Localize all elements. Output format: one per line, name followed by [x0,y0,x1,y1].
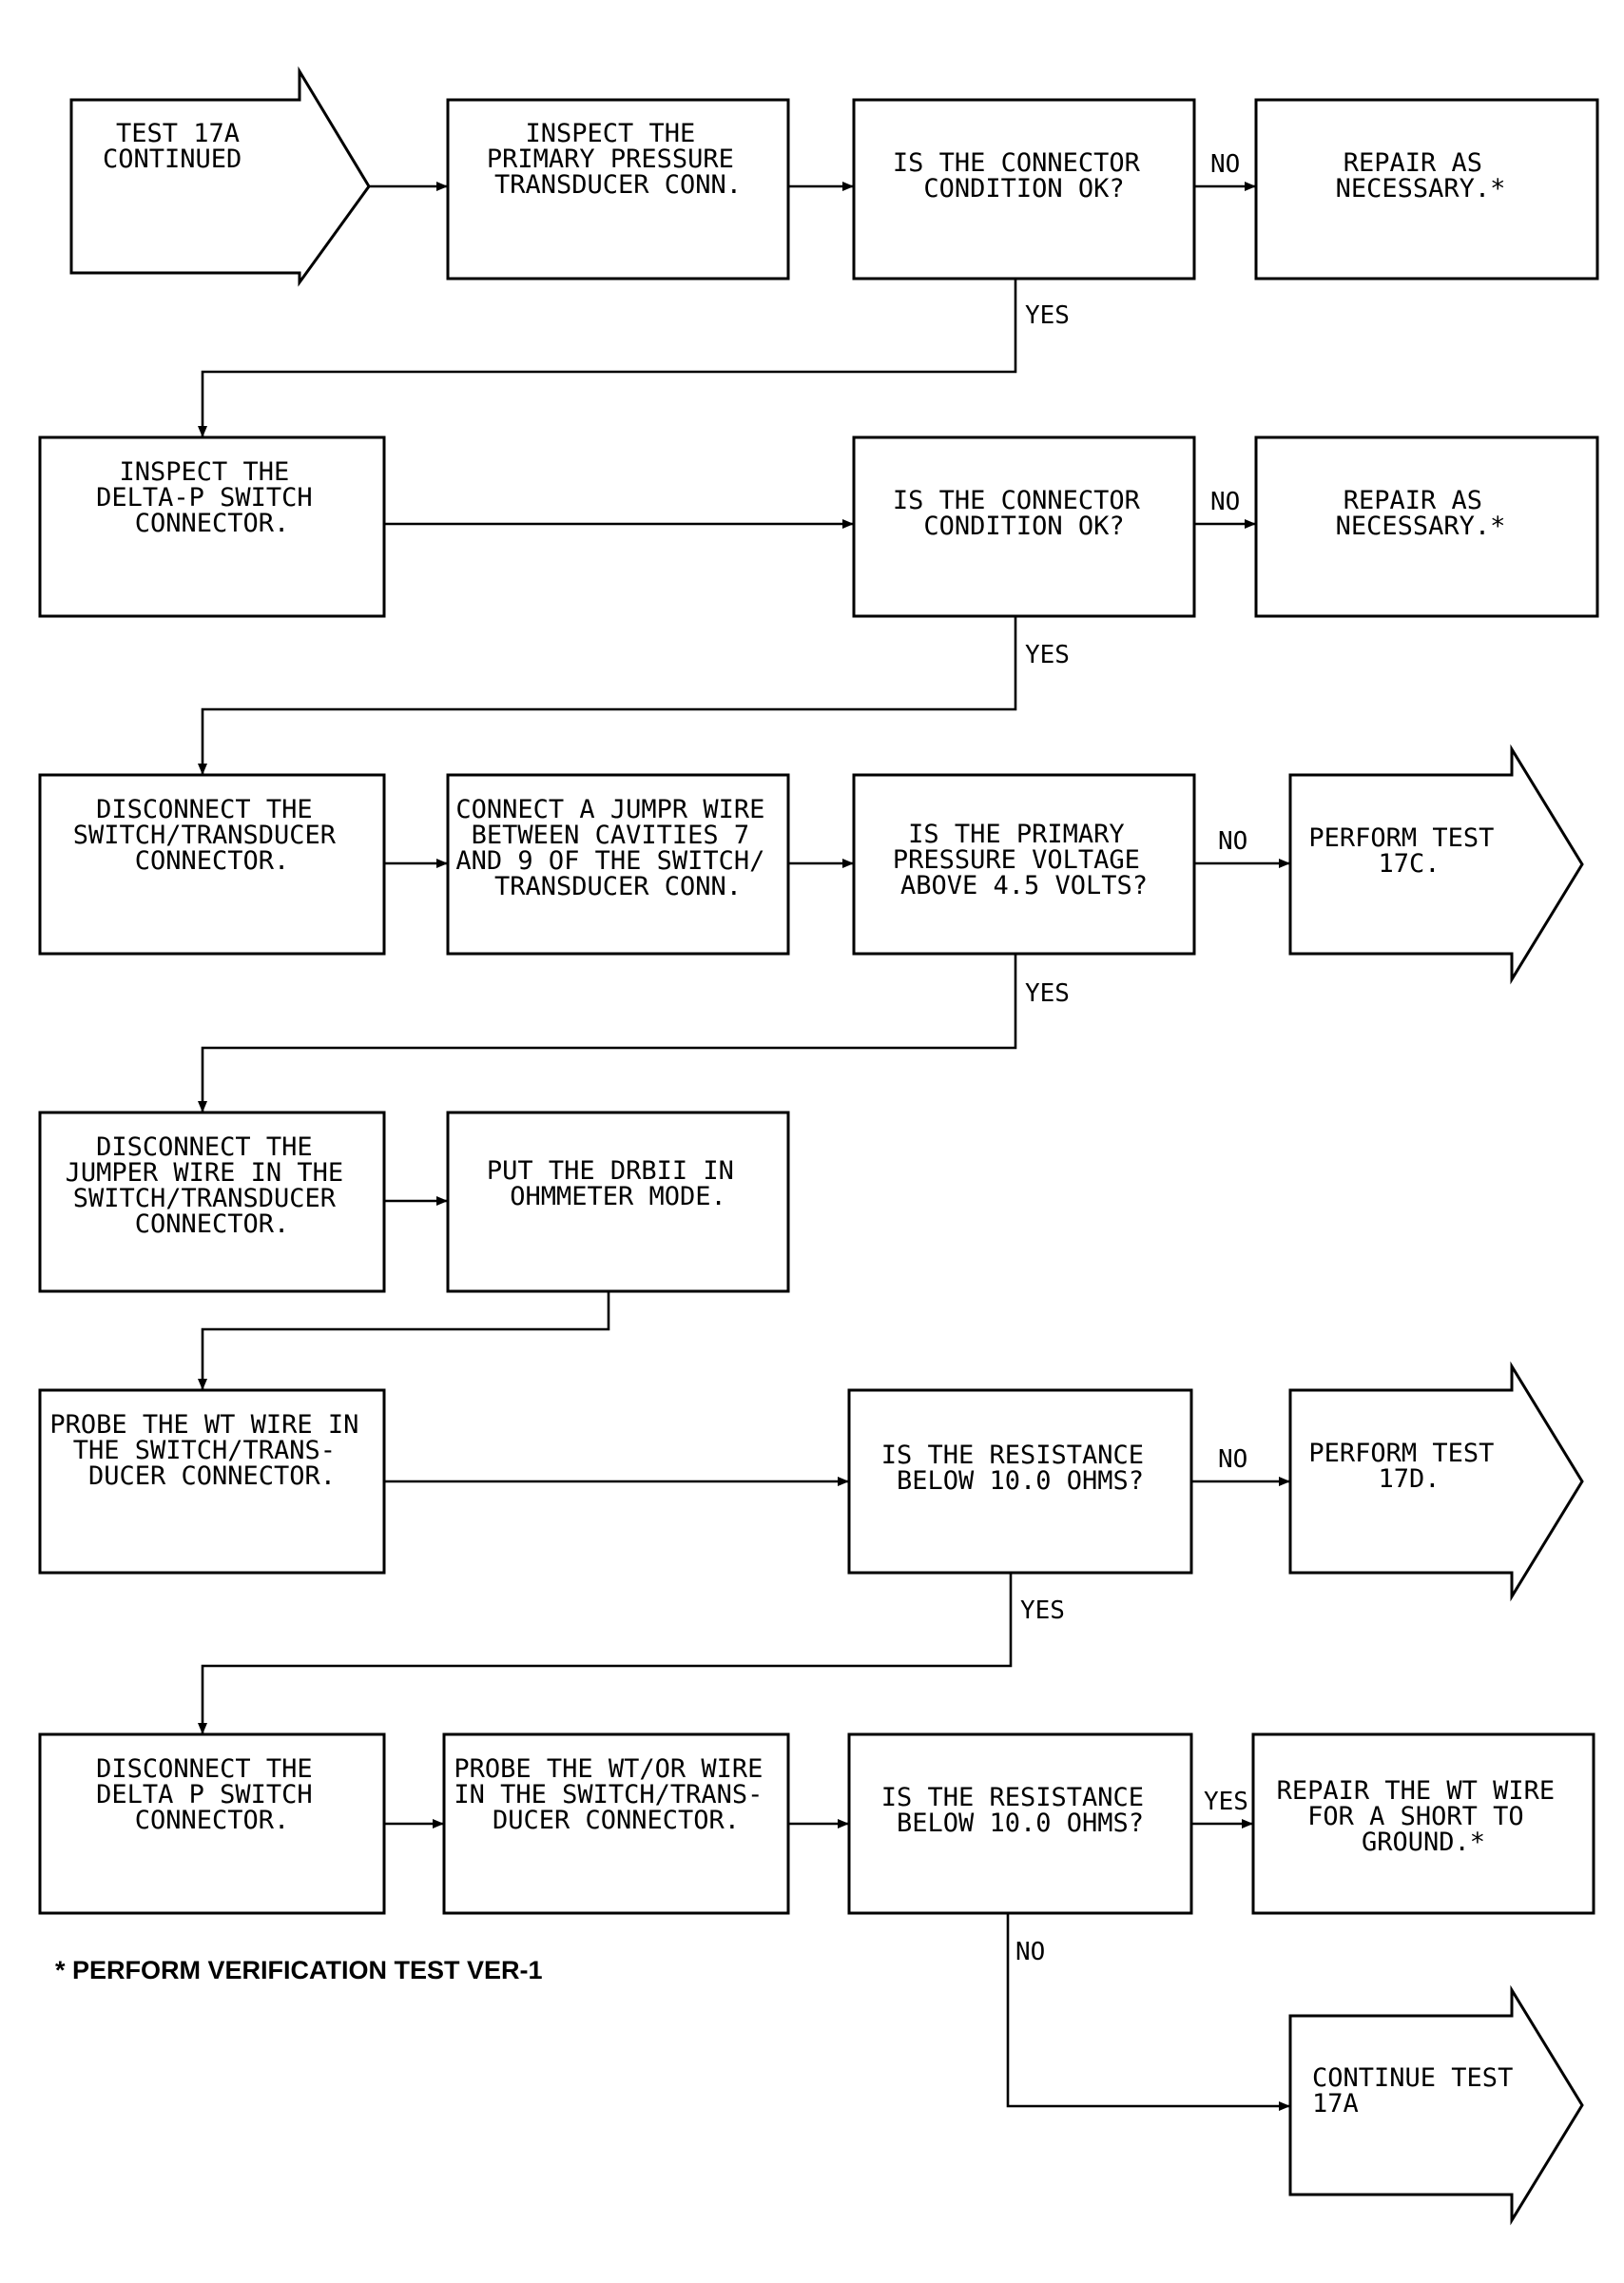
decision-connector-ok-1 [852,98,1196,281]
decision-voltage-text: IS THE PRIMARY PRESSURE VOLTAGE ABOVE 4.… [893,820,1155,900]
decision-resistance-1-text: IS THE RESISTANCE BELOW 10.0 OHMS? [881,1441,1160,1496]
label-no-3: NO [1218,827,1247,856]
label-no-4: NO [1218,1445,1247,1474]
label-yes-5: YES [1204,1788,1248,1816]
box-probe-wt [38,1388,386,1575]
pointer-continue-17a [1288,1984,1584,2226]
label-no-5: NO [1015,1938,1045,1966]
decision-connector-ok-1-text: IS THE CONNECTOR CONDITION OK? [893,148,1155,203]
box-connect-jumper [446,773,790,956]
start-pointer-test-17a [69,66,371,287]
box-disconnect-switch-conn-text: DISCONNECT THE SWITCH/TRANSDUCER CONNECT… [73,795,352,876]
arrow-resistance-1-yes [198,1573,1013,1734]
label-yes-1: YES [1025,301,1070,330]
pointer-perform-17c [1288,744,1584,985]
box-probe-wt-text: PROBE THE WT WIRE IN THE SWITCH/TRANS- D… [49,1410,374,1491]
pointer-continue-17a-text: CONTINUE TEST 17A [1312,2063,1529,2119]
arrow-resistance-2-no [1006,1913,1290,2111]
label-yes-3: YES [1025,979,1070,1008]
box-disconnect-switch-conn [38,773,386,956]
box-disconnect-jumper-text: DISCONNECT THE JUMPER WIRE IN THE SWITCH… [66,1132,359,1239]
box-put-ohmmeter-text: PUT THE DRBII IN OHMMETER MODE. [487,1156,749,1211]
box-inspect-delta-p-text: INSPECT THE DELTA-P SWITCH CONNECTOR. [96,457,328,538]
box-repair-2 [1254,435,1599,618]
decision-connector-ok-2-text: IS THE CONNECTOR CONDITION OK? [893,486,1155,541]
box-disconnect-delta-p-text: DISCONNECT THE DELTA P SWITCH CONNECTOR. [96,1754,328,1835]
box-repair-2-text: REPAIR AS NECESSARY.* [1336,486,1506,541]
arrow-ohmmeter-to-probe [198,1291,610,1390]
box-inspect-primary-conn-text: INSPECT THE PRIMARY PRESSURE TRANSDUCER … [487,119,749,200]
box-repair-wt-short-text: REPAIR THE WT WIRE FOR A SHORT TO GROUND… [1277,1776,1571,1857]
decision-connector-ok-2 [852,435,1196,618]
box-repair-1-text: REPAIR AS NECESSARY.* [1336,148,1506,203]
box-disconnect-jumper [38,1111,386,1293]
pointer-perform-17c-text: PERFORM TEST 17C. [1308,823,1509,879]
start-pointer-test-17a-text: TEST 17A CONTINUED [103,119,255,174]
pointer-perform-17d-text: PERFORM TEST 17D. [1308,1439,1509,1494]
arrow-voltage-yes [198,954,1017,1112]
box-inspect-delta-p [38,435,386,618]
pointer-perform-17d [1288,1361,1584,1602]
label-no-2: NO [1210,488,1240,516]
footnote: * PERFORM VERIFICATION TEST VER-1 [55,1956,543,1984]
box-inspect-primary-conn [446,98,790,281]
label-yes-2: YES [1025,641,1070,669]
decision-resistance-2 [847,1732,1193,1915]
decision-voltage [852,773,1196,956]
arrow-decision-2-yes [198,616,1017,775]
box-put-ohmmeter [446,1111,790,1293]
arrow-decision-1-yes [198,279,1017,437]
box-repair-1 [1254,98,1599,281]
label-no-1: NO [1210,150,1240,179]
box-connect-jumper-text: CONNECT A JUMPR WIRE BETWEEN CAVITIES 7 … [455,795,780,901]
label-yes-4: YES [1020,1596,1065,1625]
box-repair-wt-short [1251,1732,1595,1915]
box-probe-wt-or-text: PROBE THE WT/OR WIRE IN THE SWITCH/TRANS… [454,1754,778,1835]
decision-resistance-2-text: IS THE RESISTANCE BELOW 10.0 OHMS? [881,1783,1160,1838]
box-disconnect-delta-p [38,1732,386,1915]
